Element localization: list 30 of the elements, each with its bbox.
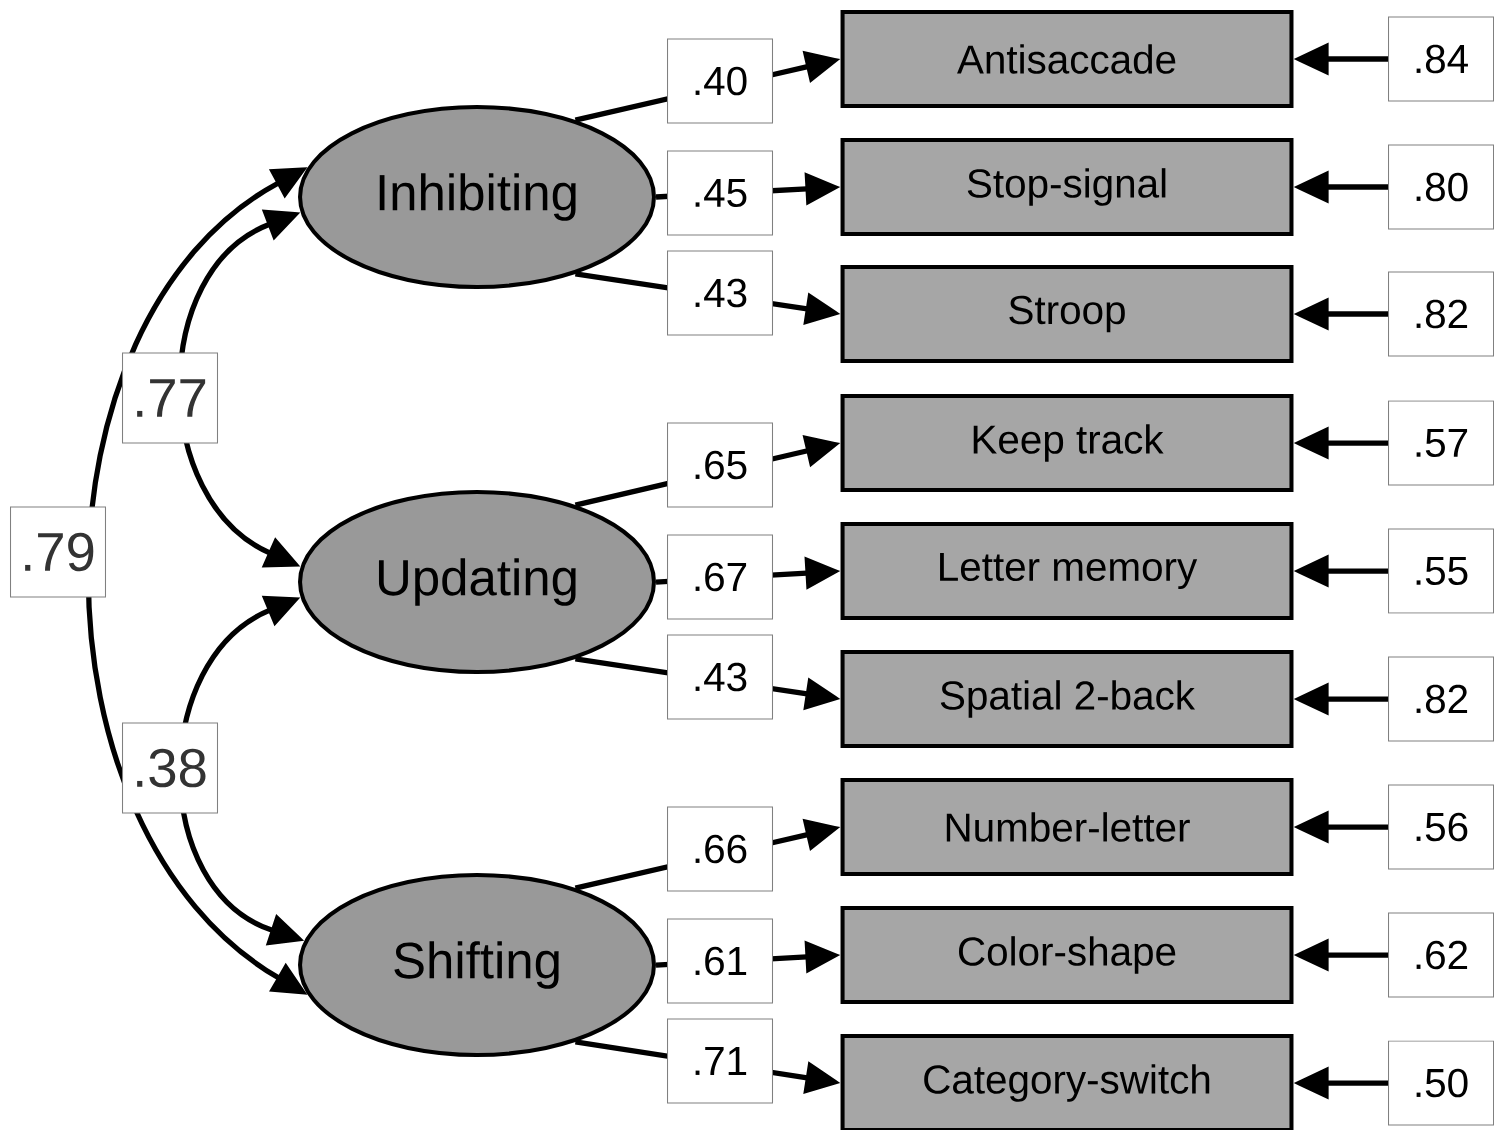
measure-box: Category-switch bbox=[840, 1034, 1294, 1130]
measure-box: Number-letter bbox=[840, 778, 1294, 876]
measure-box: Keep track bbox=[840, 394, 1294, 492]
error-box: .82 bbox=[1388, 271, 1494, 357]
edge-label: .61 bbox=[667, 918, 774, 1004]
measure-box: Letter memory bbox=[840, 522, 1294, 620]
edge-label: .45 bbox=[667, 150, 774, 236]
edge-label: .40 bbox=[667, 38, 774, 124]
error-box: .84 bbox=[1388, 16, 1494, 102]
measure-box: Antisaccade bbox=[840, 10, 1294, 108]
edge-label: .66 bbox=[667, 806, 774, 892]
edge-label: .43 bbox=[667, 634, 774, 720]
edge-label: .71 bbox=[667, 1018, 774, 1104]
error-box: .56 bbox=[1388, 784, 1494, 870]
error-box: .55 bbox=[1388, 528, 1494, 614]
edge-label: .77 bbox=[122, 352, 219, 444]
edge-label: .79 bbox=[10, 506, 106, 598]
error-box: .80 bbox=[1388, 144, 1494, 230]
measure-box: Color-shape bbox=[840, 906, 1294, 1004]
error-box: .50 bbox=[1388, 1040, 1494, 1126]
edge-label: .43 bbox=[667, 250, 774, 336]
measure-box: Stroop bbox=[840, 265, 1294, 363]
measure-box: Spatial 2-back bbox=[840, 650, 1294, 748]
error-box: .82 bbox=[1388, 656, 1494, 742]
edge-label: .38 bbox=[122, 722, 219, 814]
edge-label: .67 bbox=[667, 534, 774, 620]
error-box: .57 bbox=[1388, 400, 1494, 486]
edge-label: .65 bbox=[667, 422, 774, 508]
error-box: .62 bbox=[1388, 912, 1494, 998]
measure-box: Stop-signal bbox=[840, 138, 1294, 236]
